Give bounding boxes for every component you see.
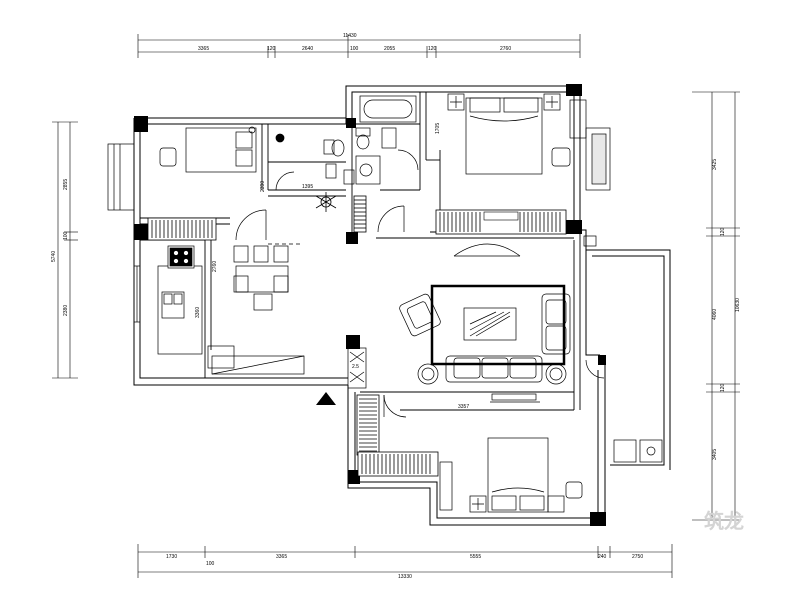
- inner-dim-6: 3357: [458, 404, 469, 410]
- armchair-icon: [399, 293, 567, 385]
- bed-icon: [159, 126, 257, 173]
- dimension-top: [137, 34, 581, 58]
- dim-top-seg-2: 120: [267, 46, 276, 52]
- dim-top-seg-3: 2640: [302, 46, 313, 52]
- dim-left-seg-3: 2380: [63, 305, 69, 316]
- dim-top-seg-5: 120: [428, 46, 437, 52]
- inner-dim-4: 1705: [435, 123, 441, 134]
- hall-closet: [207, 345, 367, 389]
- door-swings: [235, 149, 605, 418]
- dim-bottom-seg-1: 1730: [166, 554, 177, 560]
- dim-left-overall: 5740: [51, 251, 57, 262]
- sofa-icon: [430, 284, 571, 383]
- washer: [583, 235, 663, 463]
- interior-walls: [140, 92, 599, 518]
- dim-bottom-seg-5: 2750: [632, 554, 643, 560]
- tv-icon: [453, 243, 540, 403]
- dim-top-label-2: 100: [350, 46, 359, 52]
- stove-icon: [167, 245, 195, 269]
- inner-dim-3: 3360: [195, 307, 201, 318]
- inner-dim-2: 1395: [302, 184, 313, 190]
- dimension-right: [692, 91, 740, 521]
- plant-icon: [275, 133, 337, 212]
- inner-dim-labels: 2390 1395 3360 1705 2760 3357 2.5: [195, 123, 469, 410]
- window-kitchen: [133, 265, 141, 323]
- dining-table-icon: [233, 245, 289, 311]
- bathtub-icon: [359, 95, 417, 123]
- dim-right-seg-5: 3405: [712, 449, 718, 460]
- bay-window-nw: [107, 143, 135, 211]
- dim-top-seg-1: 3365: [198, 46, 209, 52]
- dim-right-seg-1: 3425: [712, 159, 718, 170]
- watermark: 筑龙: [704, 509, 744, 533]
- inner-dim-7: 2.5: [352, 364, 359, 370]
- dimension-bottom: [137, 544, 673, 578]
- dim-bottom-label-2: 100: [206, 561, 215, 567]
- bed-icon: [447, 93, 571, 175]
- dim-bottom-seg-2: 3365: [276, 554, 287, 560]
- dim-top-seg-4: 2055: [384, 46, 395, 52]
- sink-icon: [325, 127, 397, 185]
- bed-icon: [439, 437, 583, 513]
- dim-left-seg-1: 2855: [63, 179, 69, 190]
- wardrobe-hatch: [147, 195, 567, 477]
- dim-right-seg-4: 120: [720, 383, 726, 392]
- dim-bottom-seg-4: 240: [598, 554, 607, 560]
- dim-right-overall: 10630: [735, 298, 741, 312]
- inner-dim-1: 2390: [260, 181, 266, 192]
- toilet-icon: [323, 127, 371, 157]
- dim-bottom-seg-3: 5555: [470, 554, 481, 560]
- dimension-left: [52, 121, 78, 379]
- dim-top-seg-6: 2760: [500, 46, 511, 52]
- dim-bottom-overall: 13330: [398, 574, 412, 580]
- wall-columns: [134, 84, 606, 526]
- dim-right-seg-2: 120: [720, 227, 726, 236]
- window-east: [569, 99, 611, 191]
- dim-top-overall: 11430: [343, 33, 357, 39]
- dim-right-seg-3: 4060: [712, 309, 718, 320]
- inner-dim-5: 2760: [212, 261, 218, 272]
- entrance-arrow-icon: [316, 392, 336, 405]
- dim-left-seg-2: 100: [63, 231, 69, 240]
